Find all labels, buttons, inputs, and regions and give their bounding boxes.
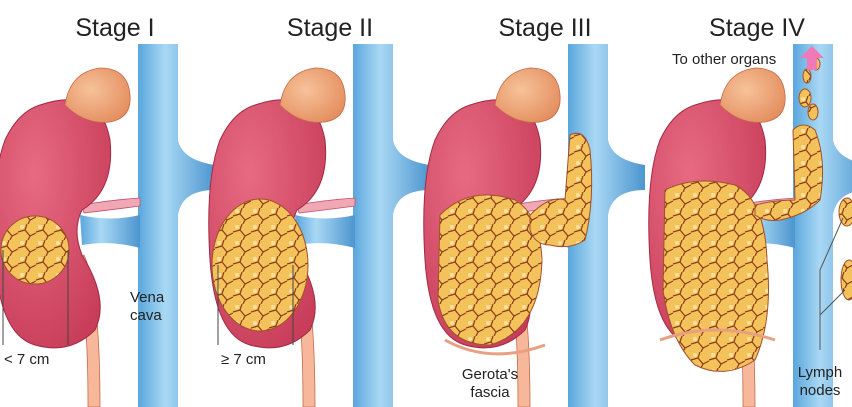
up-arrow-icon [800, 46, 824, 70]
vena-cava-label-2: cava [130, 307, 162, 324]
lymph-nodes-label-2: nodes [800, 382, 841, 399]
metastatic-fragment [802, 68, 812, 84]
stage-1-title: Stage I [75, 14, 154, 42]
vena-cava-label-1: Vena [130, 289, 165, 306]
stage-2-panel [208, 44, 430, 407]
adrenal-gland [279, 67, 346, 123]
tumor [211, 198, 309, 332]
stage-3-title: Stage III [498, 14, 591, 42]
renal-artery [296, 197, 356, 214]
tumor [0, 215, 70, 285]
stage-3-panel [423, 44, 645, 407]
tumor [437, 194, 543, 346]
gerota-fascia [444, 338, 546, 356]
lymph-nodes-label-1: Lymph [798, 364, 842, 381]
vena-cava [138, 44, 215, 407]
vena-cava [353, 44, 430, 407]
lymph-node [840, 259, 852, 301]
to-other-organs-label: To other organs [672, 51, 776, 68]
measure-line [2, 250, 69, 345]
metastatic-fragment [807, 103, 819, 121]
lymph-node-pointer [819, 217, 846, 350]
metastatic-fragment [798, 88, 812, 108]
stage-2-title: Stage II [287, 14, 373, 42]
tumor-vein-extension [529, 132, 593, 248]
adrenal-gland [64, 67, 131, 123]
gerota-fascia [659, 328, 776, 342]
renal-vein [295, 215, 355, 248]
vena-cava [568, 44, 645, 407]
gerota-fascia-label-2: fascia [470, 384, 510, 401]
stage-1-panel [0, 44, 215, 407]
stage-4-title: Stage IV [709, 14, 805, 42]
measure-line [217, 265, 294, 345]
stage-1-measure: < 7 cm [4, 351, 49, 368]
stage-2-measure: ≥ 7 cm [221, 351, 266, 368]
adrenal-gland [494, 67, 561, 123]
adrenal-gland [719, 67, 786, 123]
renal-artery [81, 197, 141, 214]
gerota-fascia-label-1: Gerota's [462, 366, 518, 383]
tumor-vein-extension [754, 124, 824, 221]
tumor [662, 180, 769, 372]
renal-vein [80, 215, 140, 248]
stage-4-panel [648, 44, 852, 407]
